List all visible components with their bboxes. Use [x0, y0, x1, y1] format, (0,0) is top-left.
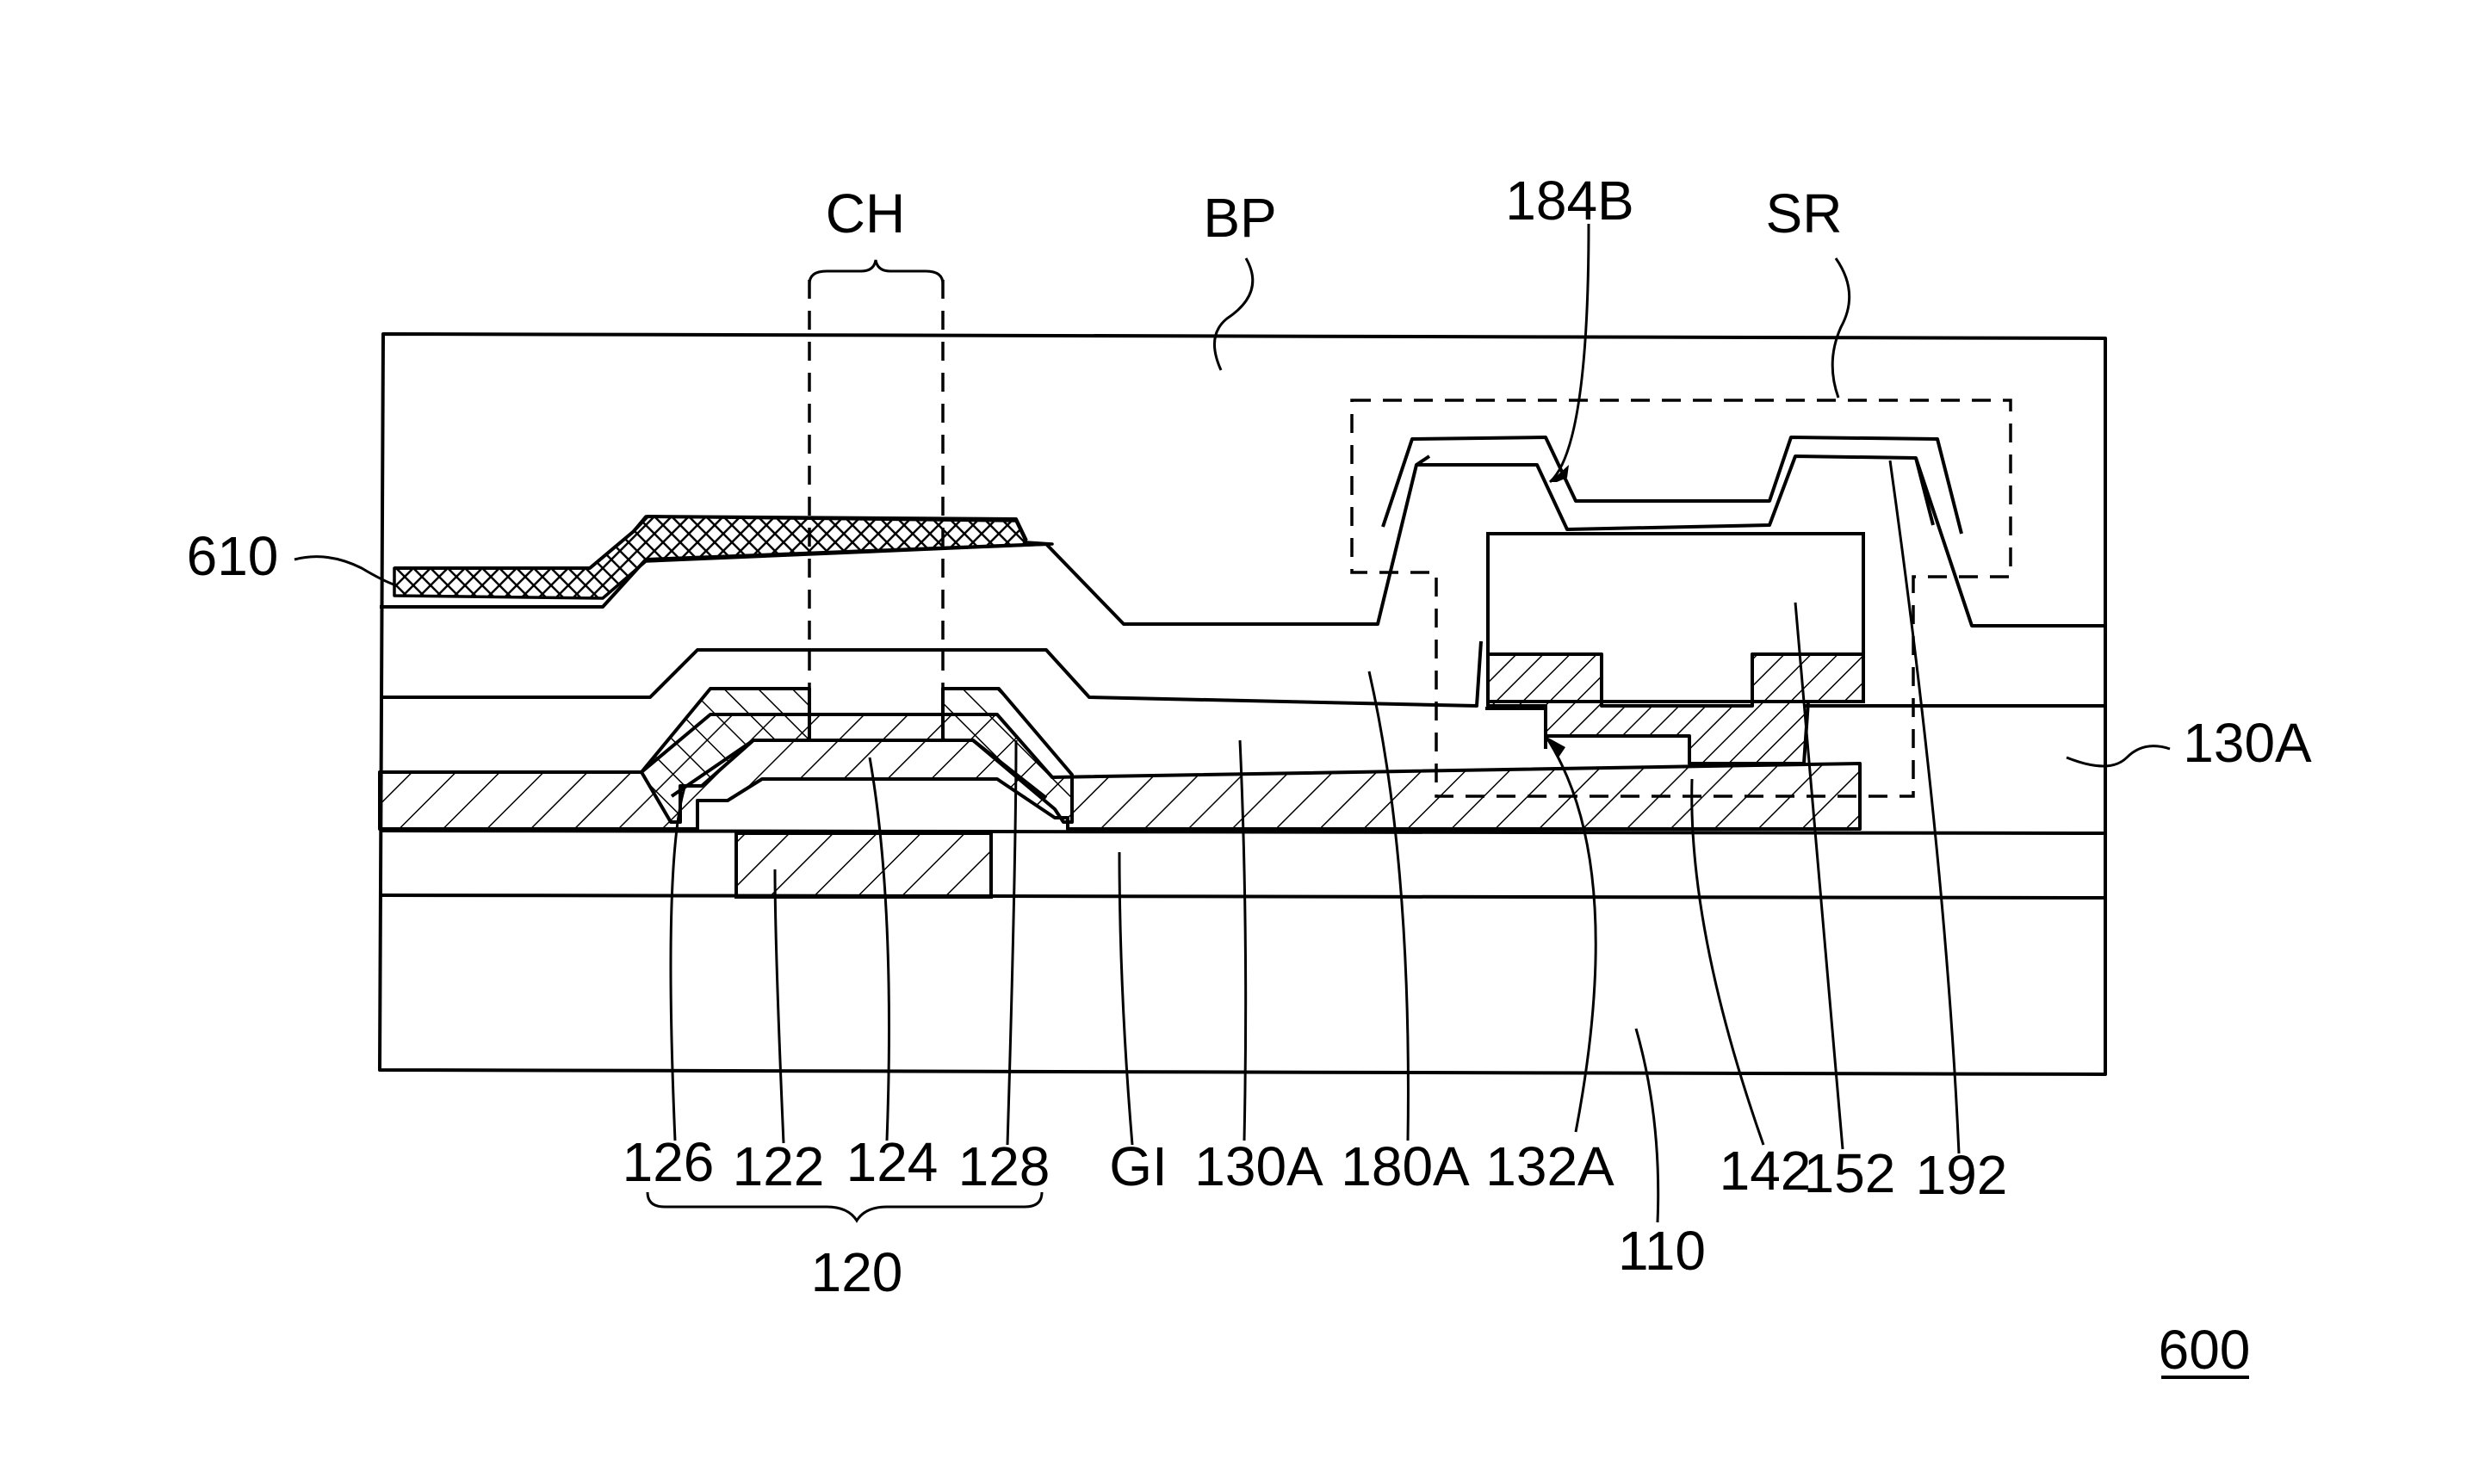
leader-sr: [1832, 258, 1849, 398]
leader-128: [1007, 740, 1016, 1145]
ch-brace: [809, 260, 943, 284]
label-610: 610: [187, 525, 279, 587]
label-132a: 132A: [1485, 1135, 1614, 1197]
leader-124: [870, 757, 889, 1141]
label-184b: 184B: [1505, 170, 1633, 232]
leader-184b: [1550, 224, 1589, 482]
label-142: 142: [1720, 1140, 1812, 1202]
leader-180a: [1369, 671, 1408, 1141]
label-ch: CH: [826, 182, 905, 244]
label-124: 124: [846, 1131, 939, 1193]
figure-number: 600: [2159, 1319, 2251, 1381]
passivation-130a-mid: [1485, 708, 1546, 749]
leader-192: [1890, 461, 1959, 1153]
label-130a-right: 130A: [2183, 712, 2312, 774]
leader-110: [1636, 1029, 1658, 1222]
label-122: 122: [733, 1135, 825, 1197]
label-192: 192: [1916, 1144, 2008, 1206]
label-110: 110: [1618, 1220, 1706, 1282]
layer-610: [394, 516, 1052, 598]
leader-130a-right: [2067, 746, 2170, 766]
label-120: 120: [811, 1241, 903, 1303]
label-sr: SR: [1766, 182, 1843, 244]
label-130a: 130A: [1194, 1135, 1323, 1197]
electrode-184b: [1383, 437, 1962, 534]
label-128: 128: [958, 1135, 1050, 1197]
leader-bp: [1214, 258, 1252, 370]
leader-122: [775, 869, 784, 1143]
leader-126: [671, 788, 685, 1141]
label-126: 126: [623, 1131, 715, 1193]
passivation-130a-top: [380, 641, 1481, 706]
label-180a: 180A: [1341, 1135, 1470, 1197]
ch-dashed-region: [809, 280, 943, 740]
label-bp: BP: [1203, 187, 1276, 249]
label-152: 152: [1804, 1142, 1896, 1204]
substrate-top-line: [380, 895, 2105, 898]
label-gi: GI: [1109, 1135, 1168, 1197]
